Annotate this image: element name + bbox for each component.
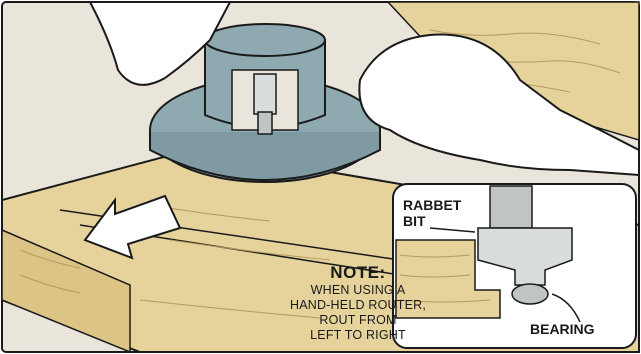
note-line: WHEN USING A bbox=[258, 283, 458, 298]
inset-shank bbox=[490, 186, 532, 228]
rabbet-bit-label-line-2: BIT bbox=[403, 213, 461, 229]
router-bit bbox=[258, 112, 272, 134]
inset-bearing bbox=[512, 284, 548, 304]
router-motor-top bbox=[205, 24, 325, 56]
router-collet bbox=[254, 74, 276, 114]
rabbet-bit-label: RABBET BIT bbox=[403, 197, 461, 229]
bearing-label: BEARING bbox=[530, 322, 595, 336]
note-block: NOTE: WHEN USING A HAND-HELD ROUTER, ROU… bbox=[258, 263, 458, 343]
note-line: LEFT TO RIGHT bbox=[258, 328, 458, 343]
note-line: ROUT FROM bbox=[258, 313, 458, 328]
note-title: NOTE: bbox=[258, 263, 458, 283]
note-line: HAND-HELD ROUTER, bbox=[258, 298, 458, 313]
rabbet-bit-label-line-1: RABBET bbox=[403, 197, 461, 213]
